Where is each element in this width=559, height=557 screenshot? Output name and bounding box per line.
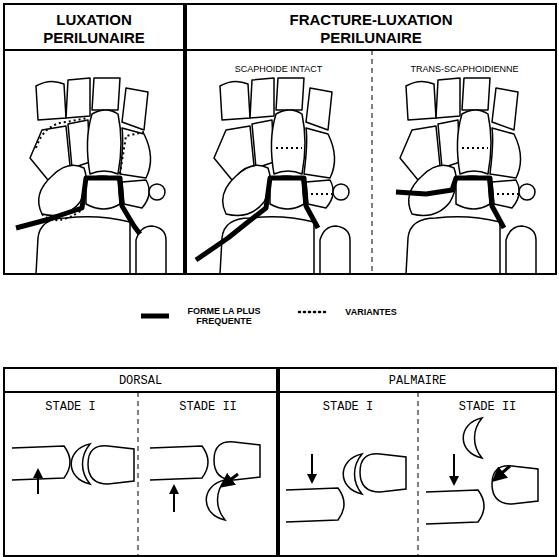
panel-heading: PALMAIRE [318,374,518,388]
variant-path [276,148,332,194]
force-arrow [453,454,455,484]
force-arrow [37,470,39,494]
force-arrow [222,474,238,486]
capitate-profile [360,454,406,492]
legend-label: FORME LA PLUS FREQUENTE [178,306,270,327]
capitate-profile [492,466,538,504]
wrist-drawing [396,78,536,274]
force-arrow [311,454,313,482]
lateral-views [12,418,538,524]
dashed-divider [138,392,139,557]
panel-heading: TRANS-SCAPHOIDIENNE [375,64,555,75]
radius-profile [286,488,344,522]
variant-path [36,118,144,220]
injury-path [196,178,318,260]
panel-heading: LUXATION PERILUNAIRE [14,11,174,47]
stage-panel: STADE I [3,392,138,557]
panel-heading: STADE II [148,400,268,414]
panel-heading: DORSAL [41,374,241,388]
panel-heading: SCAPHOIDE INTACT [189,64,369,75]
lunate-profile [343,454,362,494]
panel-heading: FRACTURE-LUXATION PERILUNAIRE [261,11,481,47]
wrist-drawing [16,78,166,274]
stage-panel: STADE II [418,392,557,557]
panel-heading: STADE I [11,400,131,414]
direction-panel: PALMAIRE STADE I STADE II [278,367,557,557]
lunate-profile [71,444,90,484]
legend-entry: VARIANTES [296,306,406,318]
dashed-divider [418,392,419,557]
stage-panel: STADE I [278,392,418,557]
legend-entry: FORME LA PLUS FREQUENTE [138,306,270,327]
classification-panel: FRACTURE-LUXATION PERILUNAIRE SCAPHOIDE I… [185,3,557,275]
variant-path [462,148,518,194]
table-rule [3,49,557,51]
panel-heading: STADE I [288,400,408,414]
subtype-panel: SCAPHOIDE INTACT [185,50,372,275]
legend-line [299,311,327,314]
injury-path [16,178,140,234]
radius-profile [12,446,70,480]
legend-swatch [138,310,172,322]
capitate-profile [88,446,134,484]
panel-heading: STADE II [428,400,548,414]
radius-profile [150,446,208,480]
legend-line [141,314,169,319]
classification-panel: LUXATION PERILUNAIRE [3,3,185,275]
direction-panel: DORSAL STADE I STADE II [3,367,278,557]
radius-profile [426,490,484,524]
dashed-divider [372,50,373,275]
force-arrow [494,466,510,480]
lunate-profile [463,418,482,458]
legend-swatch [296,306,330,318]
subtype-panel: TRANS-SCAPHOIDIENNE [372,50,557,275]
injury-path [396,178,504,228]
wrist-drawing [196,78,350,274]
table-rule [3,391,557,393]
stage-panel: STADE II [138,392,278,557]
legend-label: VARIANTES [336,307,406,317]
force-arrow [173,486,175,512]
